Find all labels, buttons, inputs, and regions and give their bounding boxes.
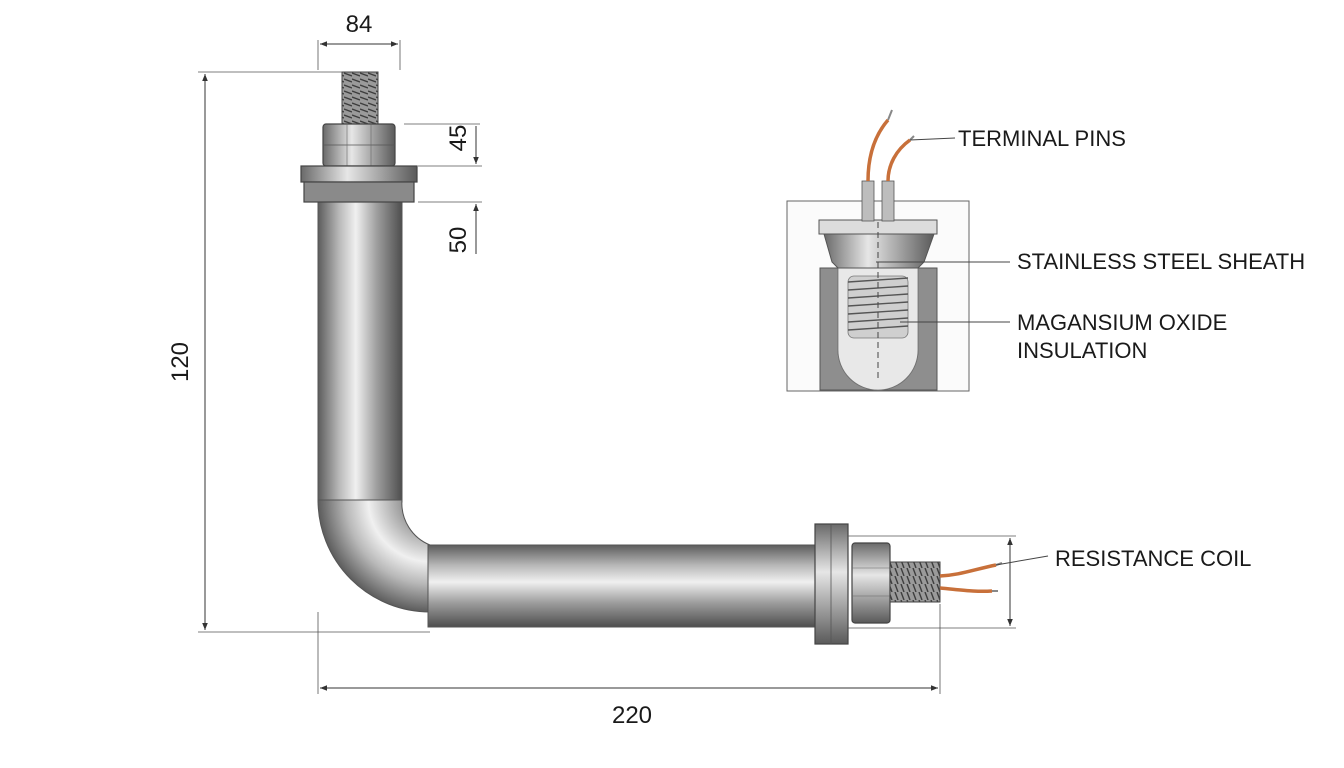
cross-section-detail xyxy=(786,109,970,392)
end-thread xyxy=(889,561,941,603)
top-flange xyxy=(303,181,415,203)
detail-pin-right xyxy=(881,180,895,222)
callout-leaders xyxy=(876,137,1049,566)
top-fitting xyxy=(300,71,418,203)
dim-total-height: 120 xyxy=(167,342,194,382)
detail-wire-right xyxy=(886,138,912,182)
end-fitting xyxy=(814,523,1003,645)
dim-total-length: 220 xyxy=(612,702,652,729)
pipe-body xyxy=(317,199,821,628)
end-wire-1 xyxy=(939,563,997,578)
dimension-lines xyxy=(198,40,1016,694)
end-nut xyxy=(851,542,891,624)
dim-nut-height: 45 xyxy=(445,125,472,152)
dim-washer-gap: 50 xyxy=(445,227,472,254)
detail-wire-left xyxy=(866,118,890,182)
detail-pin-left xyxy=(861,180,875,222)
horizontal-pipe xyxy=(427,544,821,628)
end-wire-2 xyxy=(939,586,993,593)
end-flange xyxy=(814,523,849,645)
detail-cap xyxy=(823,233,935,269)
dim-top-width: 84 xyxy=(346,11,373,38)
top-thread xyxy=(341,71,379,125)
label-insulation-line1: MAGANSIUM OXIDE xyxy=(1017,310,1227,335)
pipe-elbow xyxy=(317,499,431,613)
label-resistance-coil: RESISTANCE COIL xyxy=(1055,546,1251,571)
vertical-pipe xyxy=(317,199,403,503)
label-sheath: STAINLESS STEEL SHEATH xyxy=(1017,249,1305,274)
label-terminal-pins: TERMINAL PINS xyxy=(958,126,1126,151)
label-insulation-line2: INSULATION xyxy=(1017,338,1147,363)
top-washer xyxy=(300,165,418,183)
